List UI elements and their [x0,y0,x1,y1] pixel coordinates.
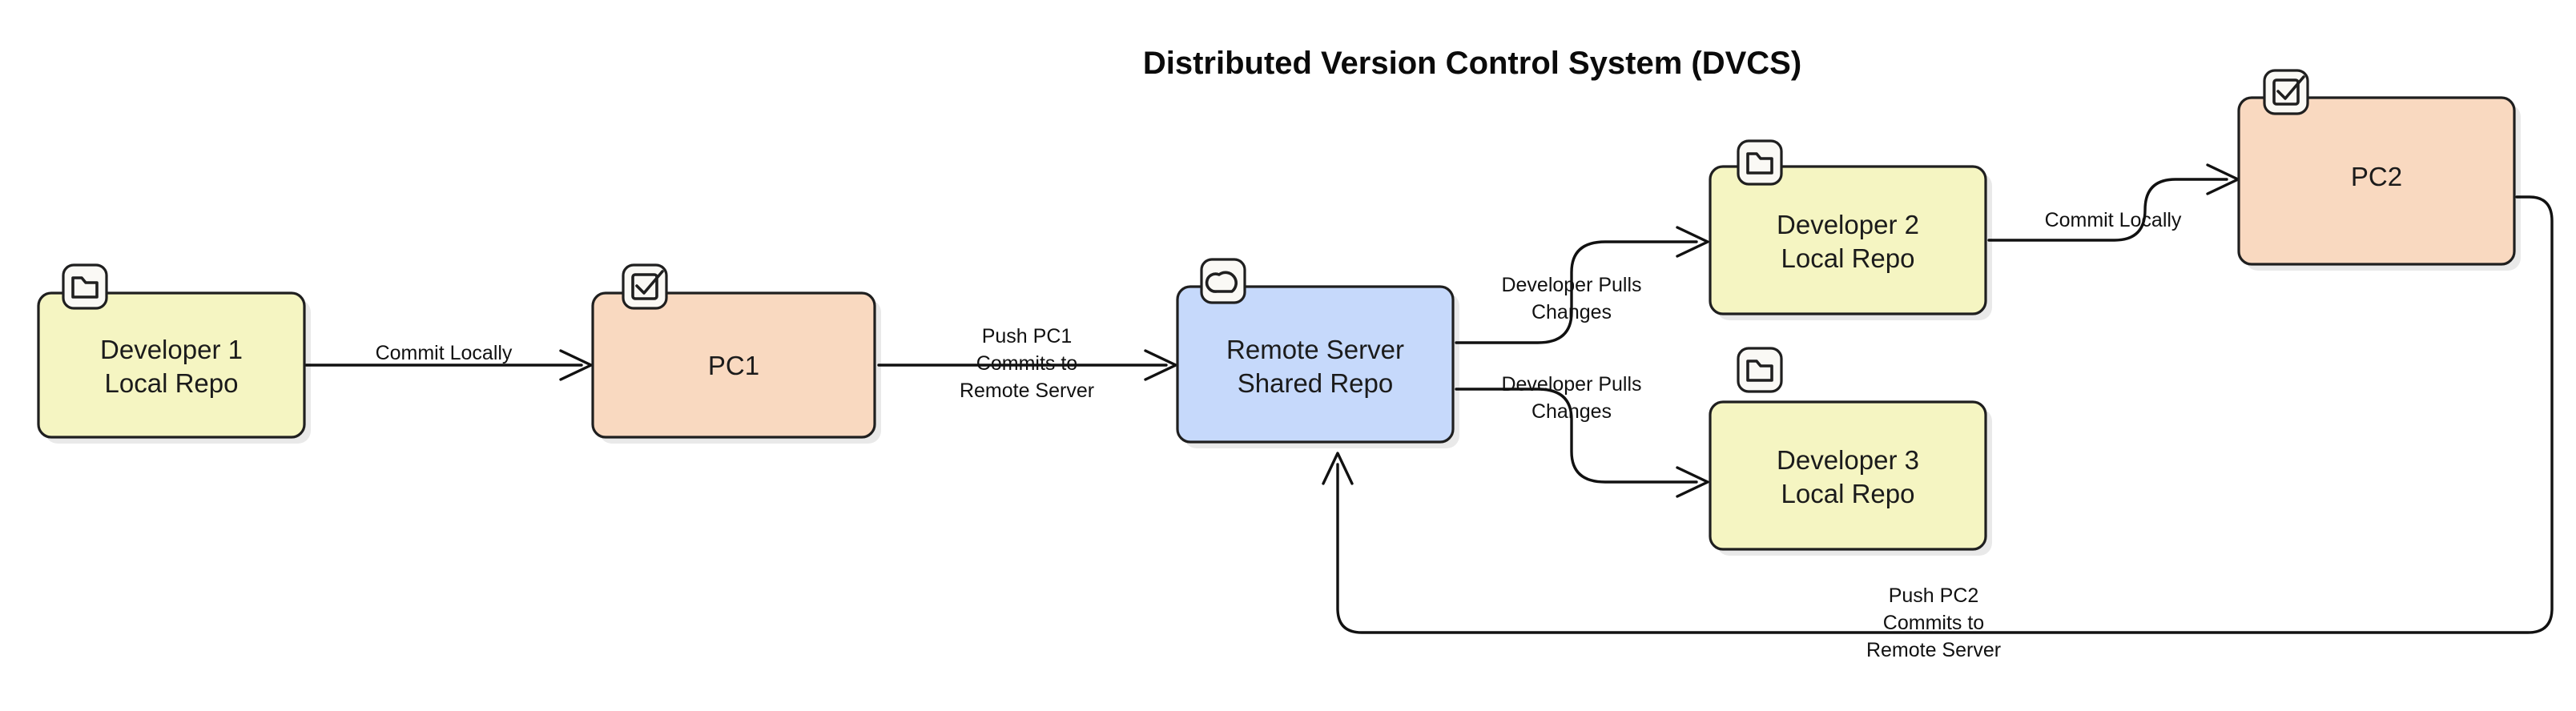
edge-pc1-to-server: Push PC1 Commits to Remote Server [877,325,1177,402]
folder-icon [1737,139,1783,186]
edge-server-to-dev2: Developer Pulls Changes [1455,226,1709,344]
check-square-icon [2263,69,2309,115]
edge-pc2-to-server: Push PC2 Commits to Remote Server [1322,195,2554,661]
arrowhead-icon [1676,226,1709,258]
node-body[interactable] [1709,400,1987,551]
node-label-line2: Local Repo [1781,479,1915,508]
edge-line [1455,240,1698,344]
check-mark-glyph [2276,75,2305,100]
node-label-line2: Local Repo [1781,243,1915,273]
node-pc2[interactable]: PC2 [2237,69,2521,271]
check-square-icon [622,263,668,310]
folder-glyph [1746,152,1773,175]
folder-icon [62,263,108,310]
node-developer-2-local-repo[interactable]: Developer 2 Local Repo [1709,139,1992,320]
page-title: Distributed Version Control System (DVCS… [1143,46,1801,81]
node-body[interactable] [591,291,876,439]
edge-label-pull-dev3-l1: Developer Pulls [1501,373,1641,396]
badge-plate [622,263,668,310]
arrowhead-icon [1322,452,1354,485]
node-body[interactable] [1709,165,1987,315]
arrowhead-icon [1676,466,1709,498]
edge-line [1455,388,1698,484]
edge-label-push-pc2-l1: Push PC2 [1889,584,1979,607]
node-body[interactable] [37,291,306,439]
badge-plate [1737,139,1783,186]
node-label-line2: Local Repo [105,368,239,398]
edge-label-pull-dev3-l2: Changes [1532,400,1612,423]
edge-label-commit-locally-1: Commit Locally [376,342,513,364]
edge-label-pull-dev2-l1: Developer Pulls [1501,274,1641,296]
node-developer-1-local-repo[interactable]: Developer 1 Local Repo [37,263,311,444]
node-remote-server-shared-repo[interactable]: Remote Server Shared Repo [1176,258,1459,448]
node-body[interactable] [2237,96,2516,266]
edge-dev2-to-pc2: Commit Locally [1987,163,2240,242]
edge-line [1987,178,2228,242]
folder-icon [1737,347,1783,393]
edge-server-to-dev3: Developer Pulls Changes [1455,373,1709,498]
edge-label-push-pc1-l2: Commits to [976,352,1077,375]
node-label-line1: PC1 [708,351,759,380]
node-pc1[interactable]: PC1 [591,263,881,444]
node-label-line1: Developer 1 [100,335,243,364]
node-label-line1: PC2 [2351,162,2402,191]
check-box-glyph [2272,78,2300,106]
edge-label-push-pc1-l1: Push PC1 [982,325,1073,347]
check-mark-glyph [635,270,664,295]
cloud-glyph [1205,271,1238,293]
edge-label-push-pc1-l3: Remote Server [960,380,1094,402]
node-label-line1: Developer 3 [1777,445,1919,475]
node-label-line2: Shared Repo [1238,368,1393,398]
edge-label-push-pc2-l2: Commits to [1883,612,1984,634]
node-label-line1: Remote Server [1226,335,1404,364]
arrowhead-icon [1144,349,1177,381]
check-box-glyph [631,273,658,300]
edge-line [1336,195,2554,634]
edge-label-push-pc2-l3: Remote Server [1866,639,2001,661]
edge-label-pull-dev2-l2: Changes [1532,301,1612,323]
node-label-line1: Developer 2 [1777,210,1919,239]
node-developer-3-local-repo[interactable]: Developer 3 Local Repo [1709,347,1992,556]
badge-plate [2263,69,2309,115]
edge-label-commit-locally-2: Commit Locally [2045,209,2182,231]
badge-plate [62,263,108,310]
badge-plate [1737,347,1783,393]
arrowhead-icon [559,349,593,381]
folder-glyph [1746,360,1773,382]
cloud-icon [1200,258,1246,304]
node-body[interactable] [1176,285,1455,444]
folder-glyph [71,276,99,299]
edge-dev1-to-pc1: Commit Locally [304,342,593,381]
